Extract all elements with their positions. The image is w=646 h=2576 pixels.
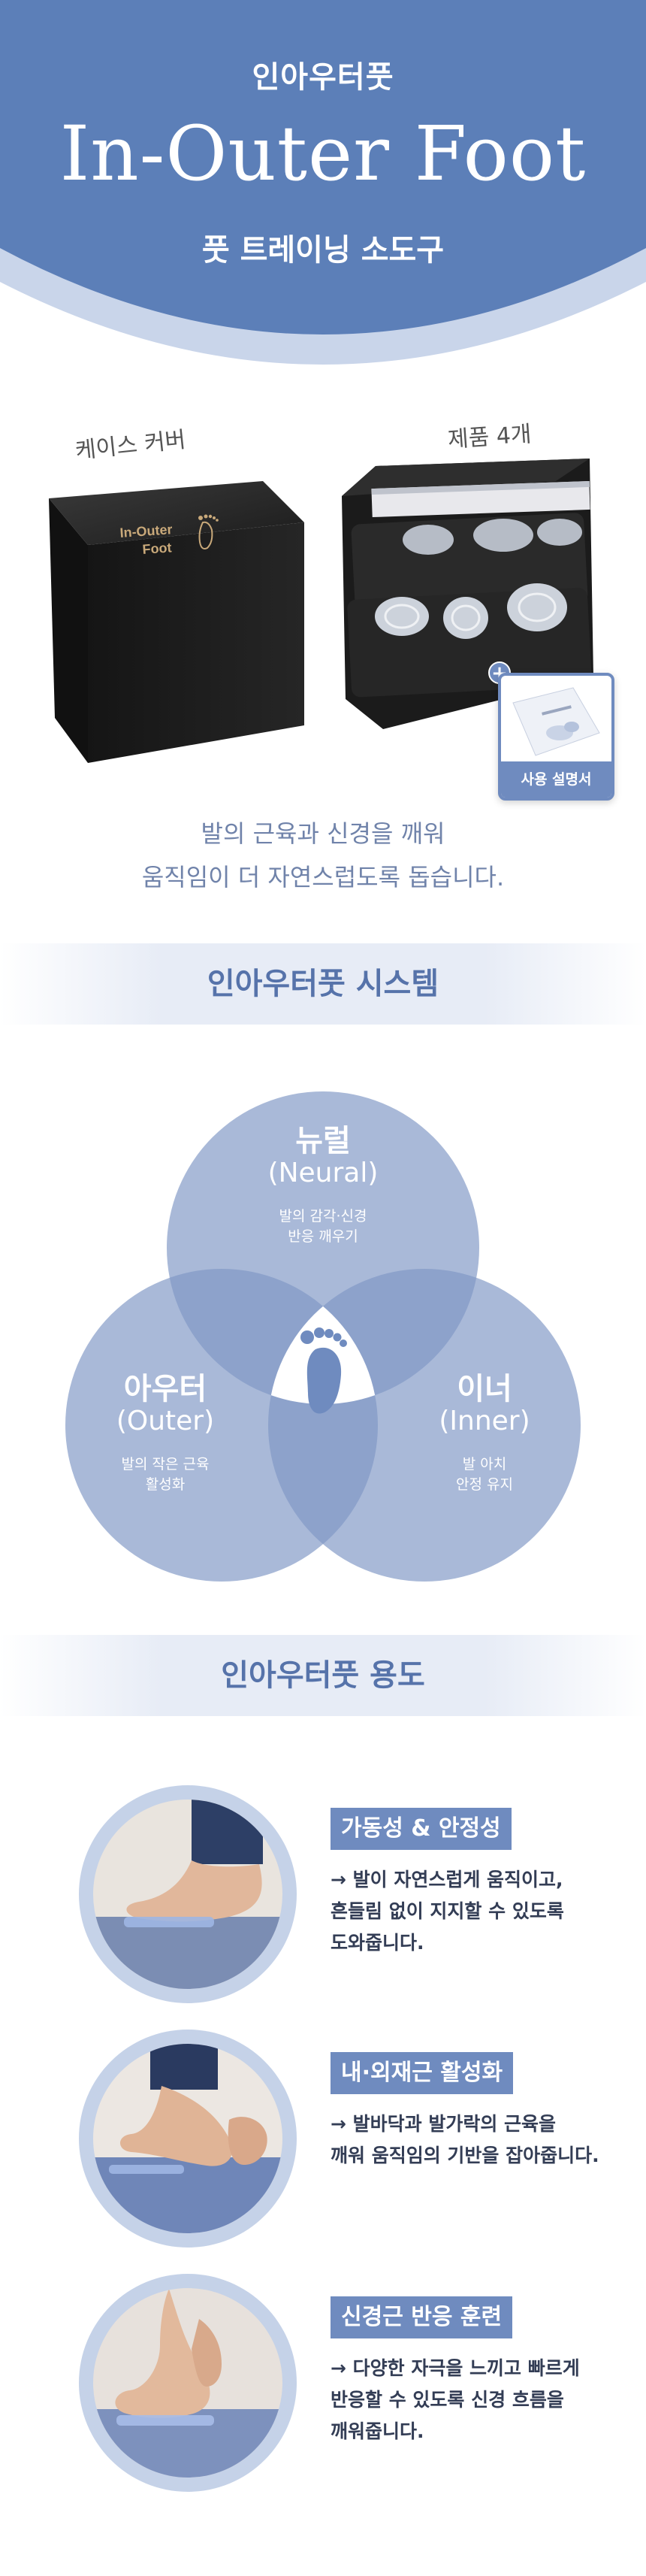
intro-text: 발의 근육과 신경을 깨워 움직임이 더 자연스럽도록 돕습니다. (0, 812, 646, 899)
hero-section: 인아우터풋 In-Outer Foot 풋 트레이닝 소도구 (0, 0, 646, 391)
use-badge-mobility: 가동성 & 안정성 (331, 1808, 512, 1850)
use-badge-muscle: 내·외재근 활성화 (331, 2052, 514, 2094)
inner-english: (Inner) (439, 1406, 530, 1436)
inner-desc-line-2: 안정 유지 (456, 1476, 513, 1493)
case-cover-caption: 케이스 커버 (74, 426, 187, 465)
hero-background (0, 0, 646, 365)
neural-desc-line-2: 반응 깨우기 (288, 1228, 358, 1245)
use-photo-muscle (79, 2030, 297, 2248)
use-3-line-2: 반응할 수 있도록 신경 흐름을 (331, 2389, 564, 2411)
use-item-mobility: 가동성 & 안정성 → 발이 자연스럽게 움직이고, 흔들림 없이 지지할 수 … (0, 1785, 646, 2003)
manual-card: 사용 설명서 (498, 673, 614, 801)
venn-circles (65, 1091, 581, 1582)
inner-description: 발 아치 안정 유지 (387, 1454, 582, 1495)
brand-name-english: In-Outer Foot (59, 110, 587, 198)
intro-line-1: 발의 근육과 신경을 깨워 (201, 819, 445, 848)
neural-desc-line-1: 발의 감각·신경 (279, 1208, 367, 1224)
foot-icon (300, 1327, 347, 1414)
center-overlap (268, 1269, 378, 1404)
use-2-line-2: 깨워 움직임의 기반을 잡아줍니다. (331, 2145, 599, 2166)
use-badge-neuro: 신경근 반응 훈련 (331, 2296, 513, 2338)
inner-title: 이너 (457, 1372, 512, 1406)
outer-english: (Outer) (116, 1406, 215, 1436)
use-1-line-2: 흔들림 없이 지지할 수 있도록 (331, 1900, 564, 1922)
system-venn-diagram: 뉴럴 (Neural) 발의 감각·신경 반응 깨우기 아우터 (Outer) … (0, 1075, 646, 1601)
hero-subtitle: 풋 트레이닝 소도구 (201, 233, 445, 268)
outer-description: 발의 작은 근육 활성화 (68, 1454, 263, 1495)
use-1-line-3: 도와줍니다. (331, 1932, 424, 1954)
use-description-mobility: → 발이 자연스럽게 움직이고, 흔들림 없이 지지할 수 있도록 도와줍니다. (331, 1864, 631, 1959)
use-description-muscle: → 발바닥과 발가락의 근육을 깨워 움직임의 기반을 잡아줍니다. (331, 2108, 631, 2172)
use-3-line-3: 깨워줍니다. (331, 2420, 424, 2442)
case-box-image: In-Outer Foot (49, 481, 304, 763)
intro-line-2: 움직임이 더 자연스럽도록 돕습니다. (141, 863, 505, 891)
uses-section-banner: 인아우터풋 용도 (0, 1635, 646, 1716)
use-1-line-1: → 발이 자연스럽게 움직이고, (331, 1869, 563, 1890)
use-photo-mobility (79, 1785, 297, 2003)
use-3-line-1: → 다양한 자극을 느끼고 빠르게 (331, 2357, 580, 2379)
manual-label: 사용 설명서 (501, 761, 611, 798)
box-logo-line1: In-Outer (119, 522, 173, 540)
use-2-line-1: → 발바닥과 발가락의 근육을 (331, 2113, 557, 2135)
neural-title: 뉴럴 (295, 1124, 351, 1158)
inner-desc-line-1: 발 아치 (462, 1456, 507, 1473)
outer-title: 아우터 (123, 1372, 207, 1406)
neural-description: 발의 감각·신경 반응 깨우기 (225, 1206, 421, 1247)
box-logo-line2: Foot (142, 540, 172, 557)
brand-name-korean: 인아우터풋 (252, 60, 394, 95)
use-description-neuro: → 다양한 자극을 느끼고 빠르게 반응할 수 있도록 신경 흐름을 깨워줍니다… (331, 2353, 631, 2447)
system-section-banner: 인아우터풋 시스템 (0, 943, 646, 1025)
neural-english: (Neural) (267, 1158, 379, 1188)
product-count-caption: 제품 4개 (447, 421, 533, 453)
manual-thumbnail-image (512, 687, 600, 756)
product-set-image (342, 459, 593, 729)
outer-desc-line-2: 활성화 (145, 1476, 186, 1493)
use-photo-neuro (79, 2274, 297, 2492)
uses-section-title: 인아우터풋 용도 (221, 1658, 425, 1693)
use-item-muscle: 내·외재근 활성화 → 발바닥과 발가락의 근육을 깨워 움직임의 기반을 잡아… (0, 2030, 646, 2248)
outer-desc-line-1: 발의 작은 근육 (121, 1456, 210, 1473)
system-section-title: 인아우터풋 시스템 (207, 967, 439, 1001)
use-item-neuro: 신경근 반응 훈련 → 다양한 자극을 느끼고 빠르게 반응할 수 있도록 신경… (0, 2274, 646, 2492)
